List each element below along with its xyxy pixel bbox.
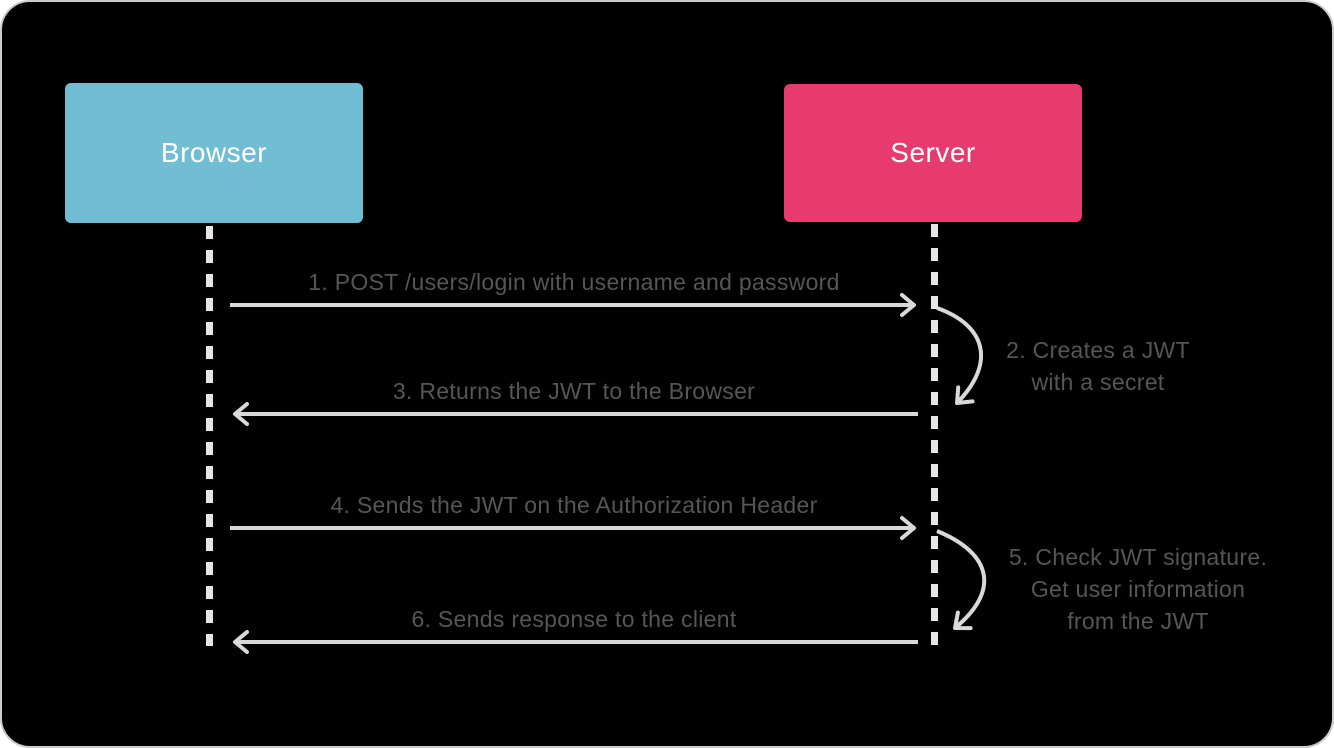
message-5-label-line-2: Get user information	[1030, 576, 1246, 602]
message-2-label-line-1: 2. Creates a JWT	[1006, 337, 1190, 363]
message-5-label: 5. Check JWT signature. Get user informa…	[998, 541, 1278, 637]
lifeline-server	[931, 224, 938, 648]
actor-box-server: Server	[784, 84, 1082, 222]
message-4-label: 4. Sends the JWT on the Authorization He…	[330, 492, 818, 518]
message-2-label: 2. Creates a JWT with a secret	[978, 334, 1218, 398]
actor-box-browser: Browser	[65, 83, 363, 223]
message-5-self-loop-arrow	[936, 529, 987, 631]
message-3-label: 3. Returns the JWT to the Browser	[392, 378, 756, 404]
message-6-label: 6. Sends response to the client	[411, 606, 737, 632]
actor-label-server: Server	[890, 137, 976, 168]
message-5-label-line-3: from the JWT	[1067, 608, 1209, 634]
actor-label-browser: Browser	[160, 137, 268, 168]
message-2-self-loop-arrow	[936, 306, 983, 405]
lifeline-browser	[206, 226, 213, 646]
message-1-label: 1. POST /users/login with username and p…	[308, 269, 840, 295]
message-2-label-line-2: with a secret	[1031, 369, 1165, 395]
message-5-label-line-1: 5. Check JWT signature.	[1008, 544, 1268, 570]
